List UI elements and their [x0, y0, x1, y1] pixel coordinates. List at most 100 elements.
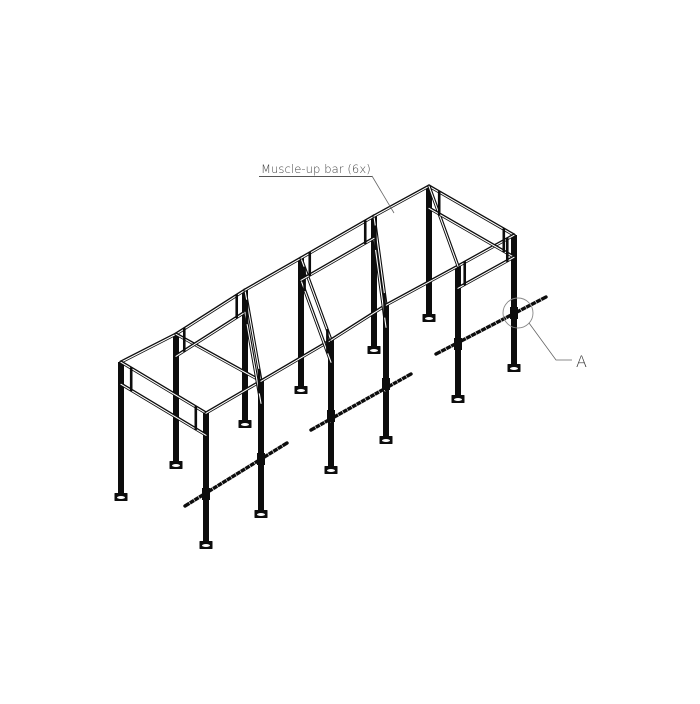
pull-up-bar-2-knurl-11	[359, 399, 363, 405]
pull-up-bar-3-knurl-14	[504, 315, 508, 321]
leader-lines	[371, 175, 572, 361]
pull-up-bar-1-knurl-19	[271, 448, 275, 455]
pull-up-bar-3-knurl-9	[479, 328, 483, 334]
bar-clamp-5	[454, 338, 462, 350]
pull-up-bar-1-knurl-13	[243, 466, 248, 472]
pull-up-bar-2-knurl-13	[368, 394, 372, 400]
pull-up-bar-1-knurl-10	[229, 474, 234, 481]
pull-up-bar-2-knurl-12	[363, 396, 368, 403]
post-12	[511, 235, 517, 368]
pull-up-bar-1-knurl-3	[197, 494, 201, 501]
muscle-up-bar-6-hl	[428, 207, 515, 258]
post-9	[383, 305, 389, 440]
pull-up-bar-2-knurl-8	[345, 406, 350, 413]
pull-up-bar-3-knurl-8	[474, 330, 478, 336]
post-6	[298, 258, 304, 390]
post-5	[258, 381, 264, 514]
pull-up-bar-2-knurl-18	[391, 381, 395, 387]
pull-up-bar-1-knurl-9	[224, 477, 229, 483]
bar-clamp-2	[257, 453, 265, 465]
pull-up-bar-1-knurl-21	[280, 443, 285, 449]
top-rail-14-hl	[385, 265, 459, 306]
pull-up-bar-3-knurl-13	[499, 317, 503, 323]
pull-up-bar-2-knurl-1	[313, 424, 318, 431]
detail-a-leader	[528, 322, 572, 361]
pull-up-bar-1-knurl-11	[234, 471, 238, 478]
pull-up-bar-3-knurl-7	[469, 333, 473, 339]
pull-up-bar-2-knurl-6	[336, 412, 341, 418]
pull-up-bar-2-knurl-9	[350, 404, 354, 410]
pull-up-bar-3-knurl-3	[449, 343, 453, 349]
post-4-foot-hole	[241, 423, 249, 426]
top-rail-1-hl	[120, 333, 177, 363]
post-7	[328, 340, 334, 470]
post-10-foot-hole	[425, 317, 433, 320]
pull-up-bar-1-knurl-15	[252, 460, 257, 466]
post-11	[455, 266, 461, 399]
pull-up-bar-1-knurl-14	[248, 463, 252, 469]
bar-clamp-3	[327, 410, 335, 422]
top-rail-4-hl	[205, 380, 262, 414]
bar-clamp-1	[202, 488, 210, 500]
pull-up-bar-2-knurl-19	[395, 378, 400, 385]
muscle-up-bar-2-hl	[175, 311, 246, 357]
pull-up-bar-1-knurl-18	[266, 451, 271, 458]
top-rail-9-hl	[300, 257, 332, 341]
pull-up-bar-1-knurl-20	[275, 446, 280, 452]
pull-up-bar-1-knurl-6	[211, 486, 215, 492]
pull-up-bar-2-knurl-10	[354, 401, 359, 408]
pull-up-bar-2-knurl-20	[400, 376, 404, 382]
post-12-foot-hole	[510, 367, 518, 370]
post-2	[173, 334, 179, 465]
pull-up-bar-3-knurl-17	[519, 307, 523, 313]
muscle-up-label-underline	[259, 176, 372, 177]
top-rail-3-hl	[175, 289, 246, 335]
post-8-foot-hole	[370, 349, 378, 352]
pull-up-bar-3-knurl-1	[439, 348, 443, 355]
pull-up-bar-2-knurl-21	[404, 373, 409, 380]
muscle-up-bar-7-hl	[457, 256, 515, 289]
bar-clamp-4	[382, 378, 390, 390]
top-rail-10-hl	[300, 215, 375, 259]
post-10	[426, 186, 432, 318]
muscle-up-bar-label: Muscle-up bar (6x)	[261, 162, 371, 176]
post-3	[203, 413, 209, 545]
rig-frame	[114, 184, 521, 549]
post-1-foot-hole	[117, 496, 125, 499]
detail-a-label: A	[576, 352, 587, 371]
pull-up-bar-3-knurl-12	[494, 320, 498, 326]
muscle-up-leader	[371, 175, 395, 214]
post-4	[242, 290, 248, 424]
pull-up-bar-2-knurl-15	[377, 389, 381, 395]
top-rail-2-hl	[120, 361, 207, 414]
pull-up-bar-1-knurl-12	[238, 468, 243, 475]
top-rail-11-hl	[330, 304, 387, 341]
top-rail-8-hl	[260, 339, 332, 382]
pull-up-bar-3-knurl-6	[464, 335, 468, 342]
post-9-foot-hole	[382, 439, 390, 442]
pull-up-bar-1-knurl-1	[187, 500, 192, 506]
muscle-up-bar-1-hl	[120, 383, 207, 436]
rig-parts	[183, 295, 548, 508]
bar-clamp-6	[510, 307, 518, 319]
pull-up-bar-3-knurl-18	[524, 304, 528, 311]
pull-up-bar-2-knurl-2	[318, 422, 322, 428]
muscle-up-bar-4-hl	[300, 279, 332, 363]
pull-up-bar-3-knurl-10	[484, 325, 488, 331]
top-rail-15-hl	[428, 185, 515, 236]
post-7-foot-hole	[327, 469, 335, 472]
pull-up-bar-3-knurl-21	[539, 296, 543, 303]
pull-up-bar-3-knurl-20	[534, 299, 538, 305]
pull-up-bar-1-knurl-2	[192, 497, 197, 503]
post-6-foot-hole	[297, 389, 305, 392]
pull-up-bar-3-knurl-11	[489, 322, 493, 329]
muscle-up-bar-8-hl	[300, 237, 375, 281]
pull-up-bar-1-knurl-7	[215, 483, 220, 489]
pull-up-bar-2-knurl-3	[322, 419, 327, 426]
top-rail-17-hl	[428, 185, 459, 267]
post-3-foot-hole	[202, 544, 210, 547]
pull-up-bar-1-knurl-8	[220, 480, 224, 486]
post-1	[118, 362, 124, 497]
